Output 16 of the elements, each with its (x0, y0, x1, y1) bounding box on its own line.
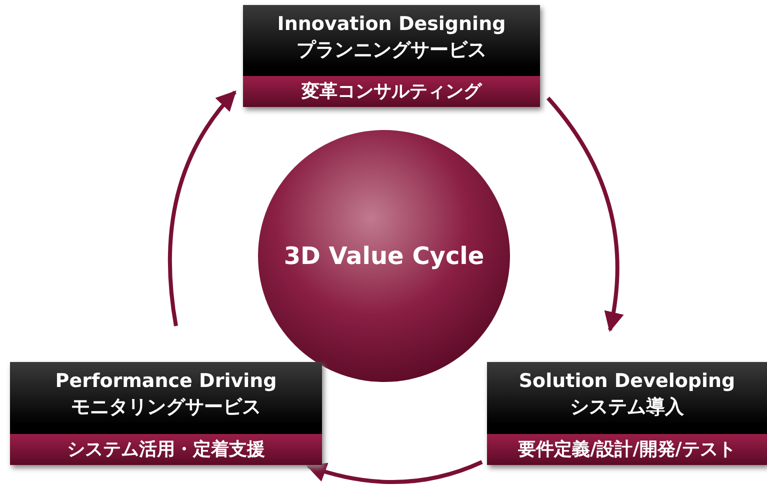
box-subtitle: プランニングサービス (296, 38, 488, 63)
service-band: 変革コンサルティング (243, 76, 540, 107)
service-band: 要件定義/設計/開発/テスト (487, 434, 767, 465)
box-title: Solution Developing (518, 369, 736, 394)
sphere-label: 3D Value Cycle (284, 242, 484, 270)
box-subtitle: システム導入 (569, 395, 685, 420)
arrow (306, 460, 483, 484)
box-title: Performance Driving (54, 369, 278, 394)
box-subtitle: モニタリングサービス (70, 395, 262, 420)
service-box (10, 362, 322, 465)
arrow (168, 90, 236, 326)
box-title: Innovation Designing (276, 12, 507, 37)
arrow (546, 96, 624, 332)
service-box (487, 362, 767, 465)
service-box (243, 5, 540, 107)
service-band: システム活用・定着支援 (10, 434, 322, 465)
